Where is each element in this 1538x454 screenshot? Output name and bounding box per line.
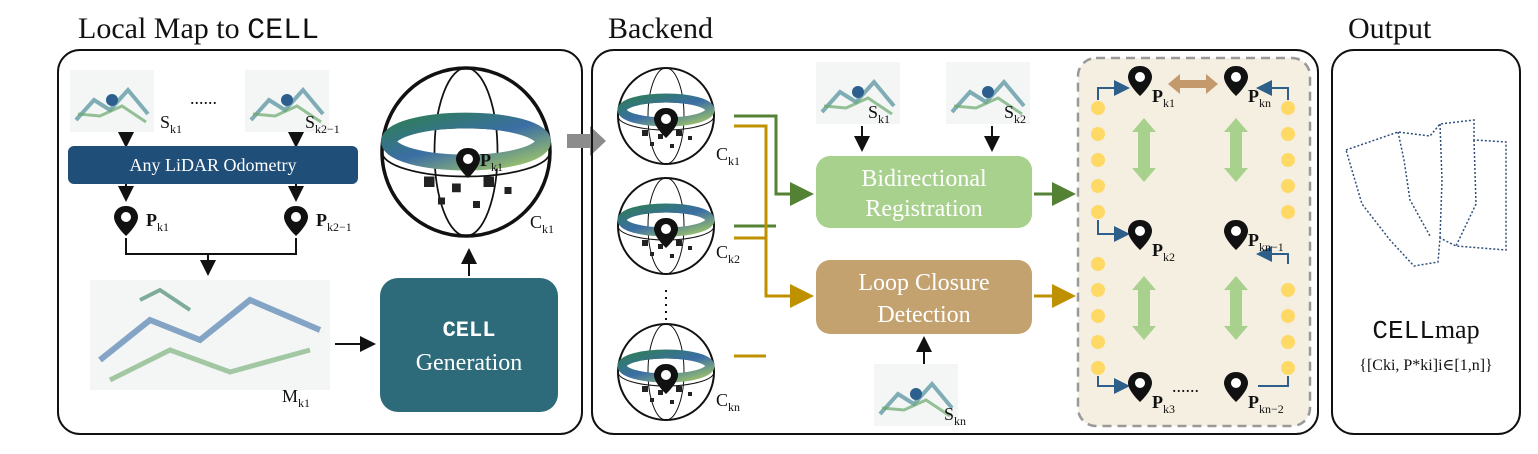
registration-edge-icon-1 <box>1132 118 1156 182</box>
pose-graph-nodes-right <box>1281 101 1295 375</box>
graph-pose-label-1: Pk1 <box>1152 86 1175 110</box>
cell-generation-title: CELL <box>443 318 496 343</box>
scan-label-2: Sk2−1 <box>305 112 340 136</box>
local-map-panel <box>57 49 583 435</box>
backend-scan-label-2: Sk2 <box>1004 102 1026 126</box>
backend-scan-label-1: Sk1 <box>868 102 890 126</box>
cell-label-2: Ck2 <box>716 242 740 266</box>
cellmap-formula: {[Cki, P*ki]i∈[1,n]} <box>1359 357 1492 374</box>
backend-scan-label-n: Skn <box>944 404 966 428</box>
graph-pose-label-2: Pkn <box>1248 86 1271 110</box>
backend-panel <box>591 49 1319 435</box>
registration-edge-icon-2 <box>1224 118 1248 182</box>
output-title: Output <box>1348 12 1432 45</box>
bidirectional-registration-box <box>816 156 1032 228</box>
graph-pose-label-4: Pkn−1 <box>1248 230 1284 254</box>
scan-label-1: Sk1 <box>160 112 182 136</box>
loop-closure-line-1: Loop Closure <box>858 270 989 296</box>
cell-generation-box <box>380 278 558 412</box>
pose-pin-icon-1 <box>114 206 138 236</box>
bidirectional-line-2: Registration <box>865 196 982 222</box>
output-panel <box>1331 49 1521 435</box>
loop-edge-icon <box>1168 74 1218 94</box>
local-map-label: Mk1 <box>282 386 310 410</box>
cell-map-trajectory <box>1345 119 1507 267</box>
graph-pose-label-3: Pk2 <box>1152 240 1175 264</box>
local-map-title: Local Map to CELL <box>78 12 319 48</box>
scan-ellipsis: ...... <box>190 88 217 108</box>
graph-pose-label-6: Pkn−2 <box>1248 392 1284 416</box>
pose-label-2: Pk2−1 <box>316 210 352 234</box>
loop-closure-line-2: Detection <box>877 302 970 328</box>
scan-thumbnail-1 <box>68 68 156 134</box>
lidar-odometry-box <box>68 146 358 184</box>
graph-ellipsis: ...... <box>1172 376 1199 396</box>
pose-graph-nodes-left <box>1091 101 1105 375</box>
transition-arrow-icon <box>567 126 606 156</box>
lidar-odometry-label: Any LiDAR Odometry <box>130 155 297 175</box>
cell-label-1: Ck1 <box>716 144 740 168</box>
registration-edge-icon-3 <box>1132 276 1156 340</box>
loop-closure-box <box>816 260 1032 334</box>
cell-generation-subtitle: Generation <box>416 350 523 376</box>
pose-pin-icon-2 <box>284 206 308 236</box>
local-map-pointcloud <box>90 280 330 390</box>
backend-title: Backend <box>608 12 713 45</box>
graph-pose-label-5: Pk3 <box>1152 392 1175 416</box>
registration-edge-icon-4 <box>1224 276 1248 340</box>
bidirectional-line-1: Bidirectional <box>861 166 987 192</box>
cell-label-n: Ckn <box>716 390 740 414</box>
pose-graph-panel <box>1076 56 1312 428</box>
sphere-pose-label: Pk1 <box>480 150 503 174</box>
pose-label-1: Pk1 <box>146 210 169 234</box>
sphere-cell-label: Ck1 <box>530 212 554 236</box>
cellmap-title: CELLmap <box>1372 315 1479 346</box>
